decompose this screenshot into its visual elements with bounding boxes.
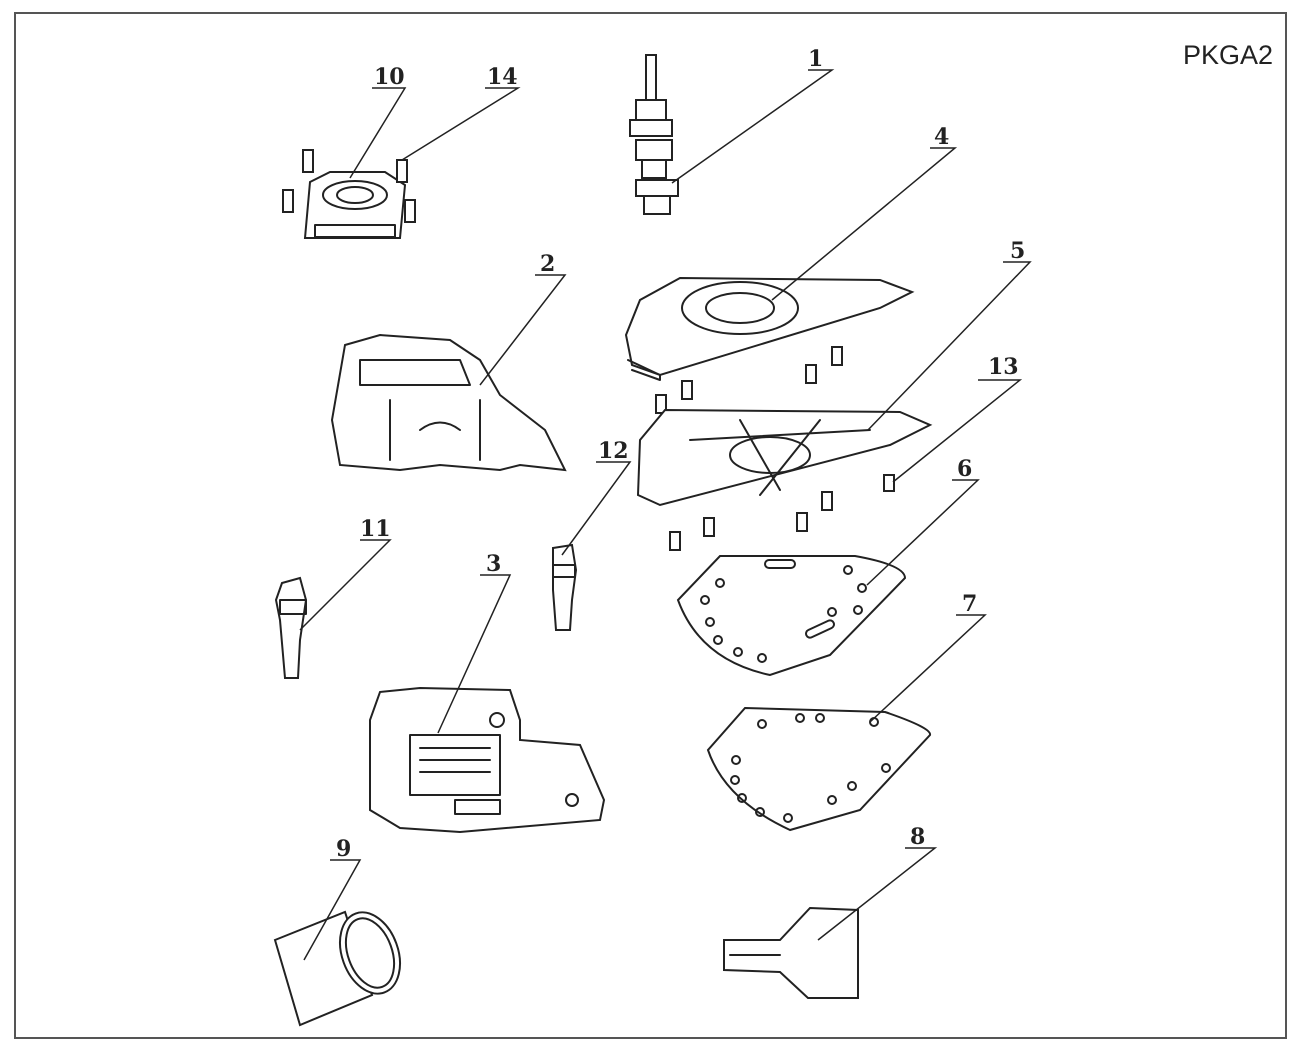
callout-14: 14	[487, 64, 518, 90]
leader-lines	[299, 69, 1032, 961]
part-11-clip	[274, 576, 308, 679]
callout-3: 3	[486, 551, 501, 577]
diagram-frame	[14, 12, 1287, 1039]
callout-9: 9	[336, 836, 351, 862]
part-13-screws	[669, 474, 895, 551]
part-10-top-cover	[303, 171, 407, 239]
part-4-base-plate	[624, 276, 915, 381]
callout-6: 6	[957, 456, 972, 482]
part-6-pad	[676, 555, 907, 677]
callout-10: 10	[374, 64, 405, 90]
callout-12: 12	[598, 438, 629, 464]
callout-11: 11	[360, 516, 391, 542]
part-5-pad-plate	[636, 408, 933, 507]
part-12-clip	[552, 543, 578, 631]
part-7-sanding-sheet	[706, 706, 931, 832]
callouts: 1 2 3 4 5 6 7 8 9 10 11 12 13 14	[336, 46, 1025, 862]
part-1-shaft	[629, 54, 679, 215]
part-8-dust-adaptor	[723, 906, 859, 999]
callout-13: 13	[988, 354, 1019, 380]
callout-2: 2	[540, 251, 555, 277]
part-4-screws	[655, 346, 843, 414]
part-3-lower-housing	[369, 686, 606, 834]
callout-4: 4	[934, 124, 949, 150]
callout-8: 8	[910, 824, 925, 850]
model-code: PKGA2	[1182, 40, 1273, 70]
callout-7: 7	[962, 591, 977, 617]
part-2-housing	[330, 333, 567, 472]
part-9-dust-tube	[273, 910, 401, 1027]
callout-1: 1	[808, 46, 823, 72]
callout-5: 5	[1010, 238, 1025, 264]
